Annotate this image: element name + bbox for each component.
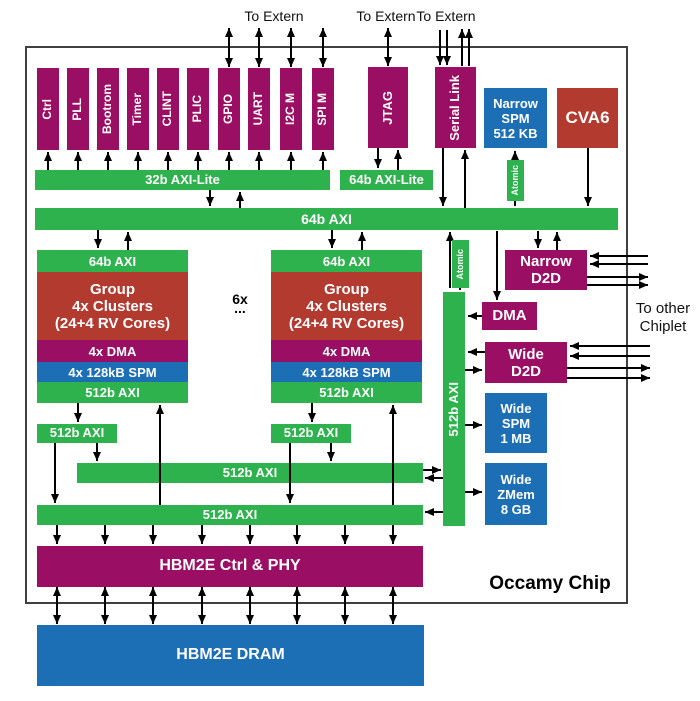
bus-32b-axi-lite: 32b AXI-Lite [35, 170, 330, 190]
cva6-block: CVA6 [557, 88, 618, 148]
group-count-ellipsis: ... [234, 300, 246, 316]
bus-64b-axi: 64b AXI [35, 208, 618, 230]
group2-body: Group 4x Clusters (24+4 RV Cores) [271, 272, 422, 340]
peripheral-spi: SPI M [312, 68, 334, 150]
narrow-d2d-block: Narrow D2D [505, 250, 587, 290]
peripheral-i2c: I2C M [280, 68, 302, 150]
wide-d2d-block: Wide D2D [485, 342, 567, 383]
group2-spm: 4x 128kB SPM [271, 362, 422, 382]
to-other-chiplet-line1: To other [635, 300, 691, 317]
serial-link-block: Serial Link [435, 67, 476, 148]
chip-boundary [25, 46, 628, 604]
group-count-label: 6x [232, 291, 248, 307]
wide-spm-block: Wide SPM 1 MB [485, 393, 547, 453]
peripheral-clint: CLINT [157, 68, 179, 150]
hbm-ctrl-phy-block: HBM2E Ctrl & PHY [37, 546, 423, 587]
atomic-adapter-top: Atomic [507, 160, 524, 201]
bus-512b-axi-wide: 512b AXI [37, 505, 423, 525]
label-to-other-chiplet: To other Chiplet [628, 300, 698, 336]
wide-zmem-block: Wide ZMem 8 GB [485, 463, 547, 525]
group2-footer-bus: 512b AXI [271, 382, 422, 403]
cluster-group-1: 64b AXI Group 4x Clusters (24+4 RV Cores… [37, 250, 188, 403]
bus-64b-axi-lite: 64b AXI-Lite [340, 170, 433, 190]
group1-spm: 4x 128kB SPM [37, 362, 188, 382]
group1-header-bus: 64b AXI [37, 250, 188, 272]
group1-body: Group 4x Clusters (24+4 RV Cores) [37, 272, 188, 340]
hbm-dram-block: HBM2E DRAM [37, 625, 424, 686]
group2-header-bus: 64b AXI [271, 250, 422, 272]
jtag-block: JTAG [368, 67, 408, 148]
peripheral-uart: UART [248, 68, 270, 150]
bus-512b-axi-vertical: 512b AXI [443, 292, 465, 526]
group1-dma: 4x DMA [37, 340, 188, 362]
narrow-spm-block: Narrow SPM 512 KB [484, 88, 547, 148]
to-other-chiplet-line2: Chiplet [639, 318, 687, 335]
label-to-extern-io: To Extern [244, 8, 304, 24]
cluster-group-2: 64b AXI Group 4x Clusters (24+4 RV Cores… [271, 250, 422, 403]
peripheral-ctrl: Ctrl [37, 68, 59, 150]
label-to-extern-serial: To Extern [416, 8, 476, 24]
group2-dma: 4x DMA [271, 340, 422, 362]
atomic-adapter-mid: Atomic [452, 240, 469, 288]
bus-512b-axi-mid: 512b AXI [77, 463, 423, 483]
peripheral-timer: Timer [127, 68, 149, 150]
peripheral-bootrom: Bootrom [97, 68, 119, 150]
chip-title: Occamy Chip [489, 573, 611, 594]
peripheral-plic: PLIC [187, 68, 209, 150]
dma-block: DMA [482, 302, 537, 330]
bus-512b-axi-stub-left: 512b AXI [37, 424, 117, 443]
peripheral-gpio: GPIO [218, 68, 240, 150]
label-to-extern-jtag: To Extern [356, 8, 416, 24]
group1-footer-bus: 512b AXI [37, 382, 188, 403]
peripheral-pll: PLL [67, 68, 89, 150]
bus-512b-axi-stub-right: 512b AXI [271, 424, 351, 443]
